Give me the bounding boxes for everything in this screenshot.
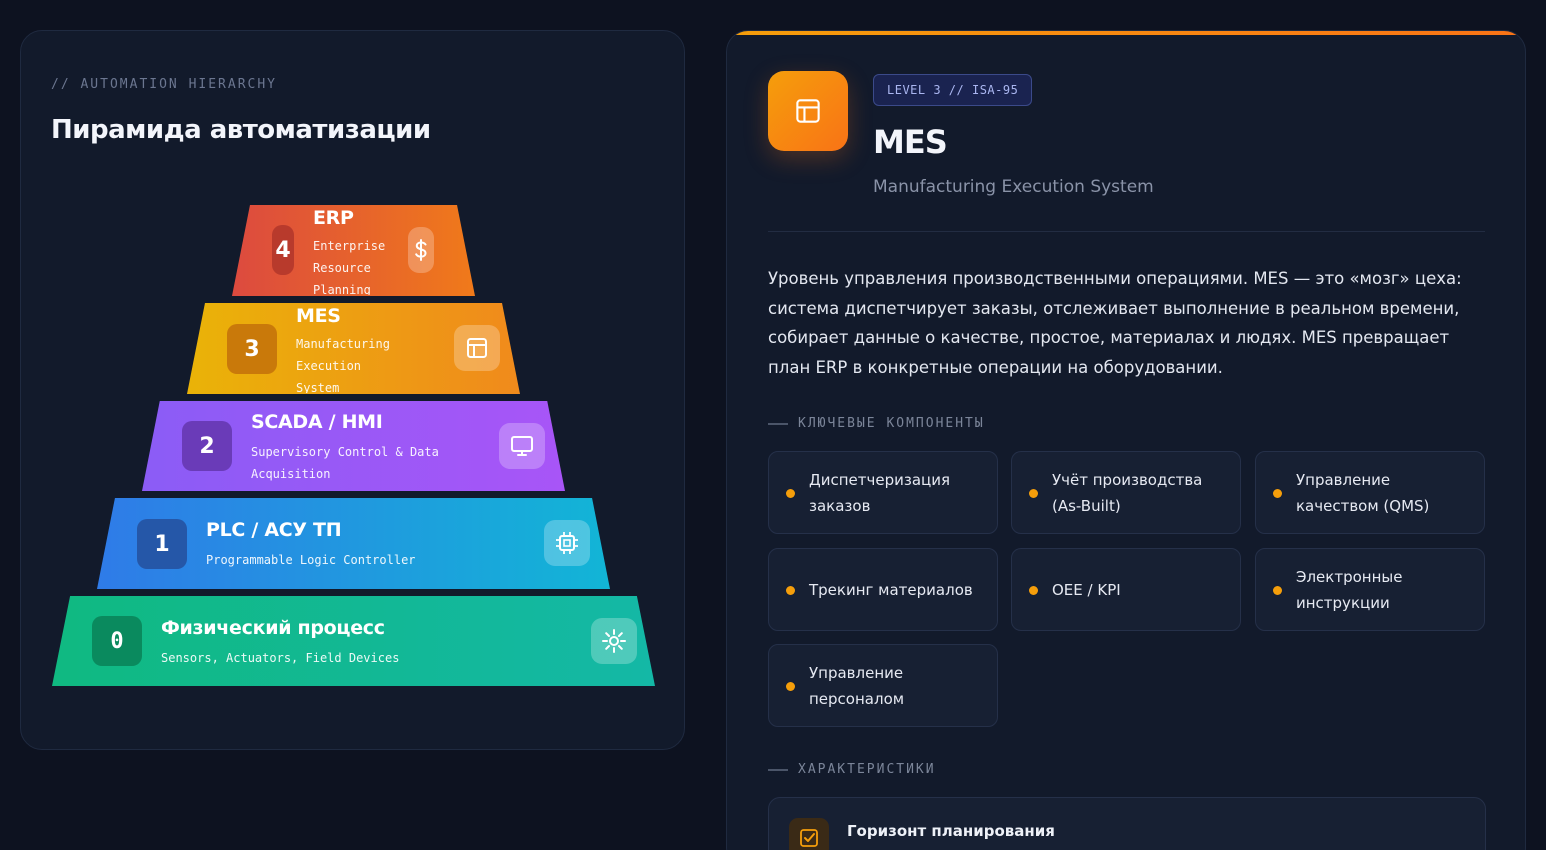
component-item[interactable]: Электронные инструкции bbox=[1255, 548, 1485, 631]
bullet-dot bbox=[1273, 586, 1282, 595]
characteristic-title: Горизонт планирования bbox=[847, 822, 1055, 840]
pyramid-layer-mes[interactable]: 3 MES Manufacturing Execution System bbox=[187, 303, 520, 394]
sun-icon bbox=[591, 618, 637, 664]
layer-subtitle: Enterprise Resource Planning bbox=[313, 239, 386, 295]
layer-number: 0 bbox=[92, 616, 142, 666]
component-item[interactable]: Диспетчеризация заказов bbox=[768, 451, 998, 534]
bullet-dot bbox=[786, 682, 795, 691]
components-heading-label: КЛЮЧЕВЫЕ КОМПОНЕНТЫ bbox=[798, 416, 985, 431]
detail-description: Уровень управления производственными опе… bbox=[768, 269, 1462, 377]
component-item[interactable]: Управление персоналом bbox=[768, 644, 998, 727]
dollar-icon bbox=[408, 227, 434, 273]
pyramid-layer-plc[interactable]: 1 PLC / АСУ ТП Programmable Logic Contro… bbox=[97, 498, 610, 589]
components-heading: КЛЮЧЕВЫЕ КОМПОНЕНТЫ bbox=[768, 416, 985, 431]
layer-name: ERP bbox=[313, 207, 354, 229]
accent-bar bbox=[727, 31, 1525, 35]
layer-name: SCADA / HMI bbox=[251, 411, 383, 433]
bullet-dot bbox=[786, 489, 795, 498]
component-label: OEE / KPI bbox=[1052, 580, 1121, 599]
layer-number: 1 bbox=[137, 519, 187, 569]
bullet-dot bbox=[1029, 586, 1038, 595]
heading-dash bbox=[768, 768, 788, 771]
chip-icon bbox=[544, 520, 590, 566]
bullet-dot bbox=[1273, 489, 1282, 498]
layout-icon bbox=[454, 325, 500, 371]
component-label: Учёт производства (As-Built) bbox=[1052, 470, 1203, 515]
bullet-dot bbox=[786, 586, 795, 595]
layer-subtitle: Supervisory Control & Data Acquisition bbox=[251, 445, 439, 481]
component-label: Диспетчеризация заказов bbox=[809, 470, 950, 515]
component-label: Электронные инструкции bbox=[1296, 567, 1403, 612]
layer-subtitle: Programmable Logic Controller bbox=[206, 553, 416, 567]
component-item[interactable]: OEE / KPI bbox=[1011, 548, 1241, 631]
component-label: Трекинг материалов bbox=[809, 580, 973, 599]
pyramid-title: Пирамида автоматизации bbox=[51, 115, 431, 145]
characteristic-item[interactable]: Горизонт планирования bbox=[768, 797, 1486, 850]
level-badge: LEVEL 3 // ISA-95 bbox=[873, 74, 1033, 106]
pyramid-card: // AUTOMATION HIERARCHY Пирамида автомат… bbox=[20, 30, 685, 750]
detail-card: LEVEL 3 // ISA-95 MES Manufacturing Exec… bbox=[726, 30, 1526, 850]
pyramid-layer-erp[interactable]: 4 ERP Enterprise Resource Planning bbox=[232, 205, 475, 296]
layer-subtitle: Sensors, Actuators, Field Devices bbox=[161, 651, 400, 665]
layer-number: 3 bbox=[227, 324, 277, 374]
divider bbox=[768, 231, 1485, 232]
bullet-dot bbox=[1029, 489, 1038, 498]
pyramid-layer-physical[interactable]: 0 Физический процесс Sensors, Actuators,… bbox=[52, 596, 655, 686]
layer-name: Физический процесс bbox=[161, 617, 385, 639]
component-item[interactable]: Трекинг материалов bbox=[768, 548, 998, 631]
heading-dash bbox=[768, 422, 788, 425]
detail-subtitle: Manufacturing Execution System bbox=[873, 177, 1154, 197]
checkbox-icon bbox=[789, 818, 829, 850]
section-eyebrow: // AUTOMATION HIERARCHY bbox=[51, 77, 278, 92]
layer-name: PLC / АСУ ТП bbox=[206, 519, 342, 541]
detail-title: MES bbox=[873, 123, 948, 161]
layer-number: 2 bbox=[182, 421, 232, 471]
characteristics-heading-label: ХАРАКТЕРИСТИКИ bbox=[798, 762, 936, 777]
pyramid-layer-scada[interactable]: 2 SCADA / HMI Supervisory Control & Data… bbox=[142, 401, 565, 491]
pyramid: 4 ERP Enterprise Resource Planning 3 MES… bbox=[21, 31, 686, 751]
layer-number: 4 bbox=[272, 225, 294, 275]
characteristics-heading: ХАРАКТЕРИСТИКИ bbox=[768, 762, 936, 777]
layer-name: MES bbox=[296, 305, 341, 327]
component-item[interactable]: Управление качеством (QMS) bbox=[1255, 451, 1485, 534]
component-item[interactable]: Учёт производства (As-Built) bbox=[1011, 451, 1241, 534]
component-label: Управление качеством (QMS) bbox=[1296, 470, 1430, 515]
monitor-icon bbox=[499, 423, 545, 469]
layer-subtitle: Manufacturing Execution System bbox=[296, 337, 390, 393]
layout-icon bbox=[768, 71, 848, 151]
component-label: Управление персоналом bbox=[809, 663, 905, 708]
